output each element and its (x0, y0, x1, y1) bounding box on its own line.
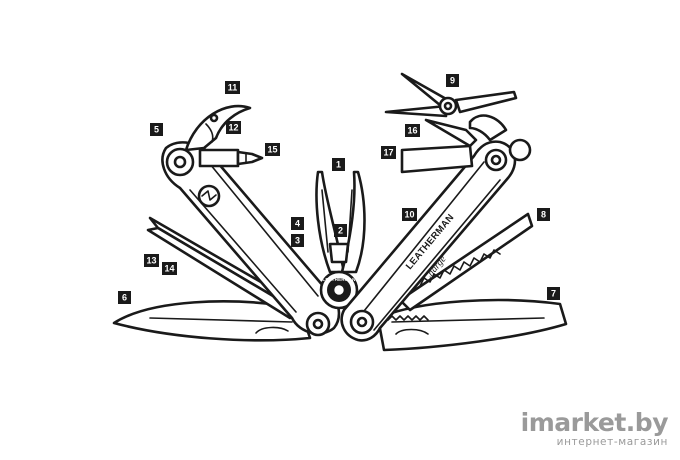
svg-text:4: 4 (295, 219, 300, 229)
svg-text:9: 9 (450, 76, 455, 86)
svg-text:8: 8 (541, 210, 546, 220)
svg-text:10: 10 (404, 210, 414, 220)
svg-text:16: 16 (407, 126, 417, 136)
watermark-subtitle: интернет-магазин (556, 436, 668, 448)
callout-14: 14 (162, 262, 177, 275)
svg-text:5: 5 (154, 125, 159, 135)
pliers-1-2-3-4 (315, 170, 366, 310)
callout-2: 2 (334, 224, 347, 237)
callout-15: 15 (265, 143, 280, 156)
serrated-blade-7 (376, 298, 568, 352)
callout-1: 1 (332, 158, 345, 171)
svg-text:1: 1 (336, 160, 341, 170)
svg-text:15: 15 (267, 145, 277, 155)
watermark: imarket.by интернет-магазин (520, 408, 669, 449)
svg-text:13: 13 (146, 256, 156, 266)
watermark-brand: imarket.by (520, 408, 669, 437)
can-opener-16 (424, 114, 532, 162)
right-handle-10 (340, 140, 517, 342)
callout-3: 3 (291, 234, 304, 247)
pivot-brand-text: LEATHERMAN (322, 277, 355, 282)
svg-text:12: 12 (228, 123, 238, 133)
knife-blade-6 (112, 300, 312, 342)
saw-8 (398, 212, 534, 312)
svg-text:3: 3 (295, 236, 300, 246)
svg-text:17: 17 (383, 148, 393, 158)
svg-text:2: 2 (338, 226, 343, 236)
callout-10: 10 (402, 208, 417, 221)
callout-11: 11 (225, 81, 240, 94)
scissors-9 (384, 72, 518, 118)
svg-text:7: 7 (551, 289, 556, 299)
callout-12: 12 (226, 121, 241, 134)
screwdriver-17 (400, 144, 474, 174)
svg-text:6: 6 (122, 293, 127, 303)
callout-9: 9 (446, 74, 459, 87)
callout-5: 5 (150, 123, 163, 136)
callout-4: 4 (291, 217, 304, 230)
bit-driver-15 (198, 148, 264, 168)
left-handle (161, 141, 341, 337)
svg-text:14: 14 (164, 264, 174, 274)
callout-8: 8 (537, 208, 550, 221)
callout-6: 6 (118, 291, 131, 304)
callout-7: 7 (547, 287, 560, 300)
callout-13: 13 (144, 254, 159, 267)
svg-text:11: 11 (228, 83, 238, 93)
callout-17: 17 (381, 146, 396, 159)
bottle-opener-11-12 (184, 104, 252, 152)
callout-16: 16 (405, 124, 420, 137)
